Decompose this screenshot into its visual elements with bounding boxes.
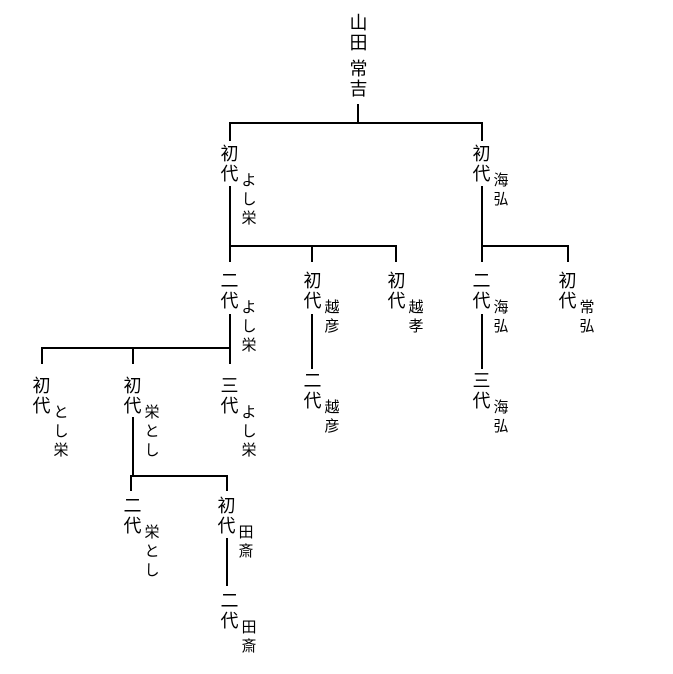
generation-label: 三代: [220, 376, 239, 417]
connector-nidai-kaihiro-stem: [481, 314, 483, 369]
connector-kaihiro-children-hbar: [481, 245, 569, 247]
generation-label: 二代: [220, 271, 239, 312]
connector-gen1-hbar: [229, 122, 483, 124]
name-label: 田斎: [238, 523, 254, 560]
connector-shodai-eitoshi-stem: [132, 417, 134, 477]
name-label: 海弘: [493, 171, 509, 208]
generation-label: 初代: [32, 376, 51, 417]
connector-drop-nidai-eitoshi: [130, 477, 132, 491]
connector-drop-shodai-koshitaka: [395, 245, 397, 262]
generation-label: 二代: [303, 371, 322, 412]
root-family-name-label: 山田: [349, 13, 368, 54]
connector-shodai-yoshie-stem: [229, 186, 231, 247]
connector-nidai-yoshie-children-hbar: [41, 347, 231, 349]
connector-drop-shodai-densai: [226, 477, 228, 491]
connector-yoshie-children-hbar: [229, 245, 397, 247]
name-label: 常弘: [579, 298, 595, 335]
connector-drop-sandai-yoshie: [229, 349, 231, 364]
generation-label: 初代: [217, 496, 236, 537]
generation-label: 二代: [220, 591, 239, 632]
connector-drop-shodai-koshihiko: [311, 247, 313, 262]
connector-drop-shodai-eitoshi: [132, 349, 134, 364]
connector-shodai-densai-stem: [226, 538, 228, 586]
connector-shodai-kaihiro-stem: [481, 186, 483, 247]
connector-drop-nidai-yoshie: [229, 247, 231, 262]
connector-root-stem: [357, 104, 359, 122]
generation-label: 初代: [472, 144, 491, 185]
name-label: よし栄: [241, 171, 257, 227]
name-label: よし栄: [241, 403, 257, 459]
connector-shodai-koshihiko-stem: [311, 314, 313, 369]
generation-label: 二代: [123, 496, 142, 537]
name-label: 海弘: [493, 298, 509, 335]
name-label: よし栄: [241, 298, 257, 354]
connector-drop-shodai-toshie: [41, 349, 43, 364]
connector-eitoshi-children-hbar: [130, 475, 228, 477]
generation-label: 初代: [123, 376, 142, 417]
generation-label: 初代: [387, 271, 406, 312]
connector-drop-nidai-kaihiro: [481, 247, 483, 262]
root-given-name-label: 常吉: [349, 59, 368, 100]
name-label: 栄とし: [144, 523, 160, 579]
generation-label: 三代: [472, 371, 491, 412]
connector-nidai-yoshie-stem: [229, 314, 231, 349]
connector-gen1-drop-right: [481, 124, 483, 141]
generation-label: 初代: [303, 271, 322, 312]
connector-gen1-drop-left: [229, 124, 231, 141]
generation-label: 二代: [472, 271, 491, 312]
generation-label: 初代: [558, 271, 577, 312]
name-label: 越彦: [324, 398, 340, 435]
name-label: 海弘: [493, 398, 509, 435]
generation-label: 初代: [220, 144, 239, 185]
connector-drop-shodai-tsunehiro: [567, 245, 569, 262]
name-label: 田斎: [241, 618, 257, 655]
name-label: 越孝: [408, 298, 424, 335]
name-label: とし栄: [53, 403, 69, 459]
name-label: 越彦: [324, 298, 340, 335]
name-label: 栄とし: [144, 403, 160, 459]
